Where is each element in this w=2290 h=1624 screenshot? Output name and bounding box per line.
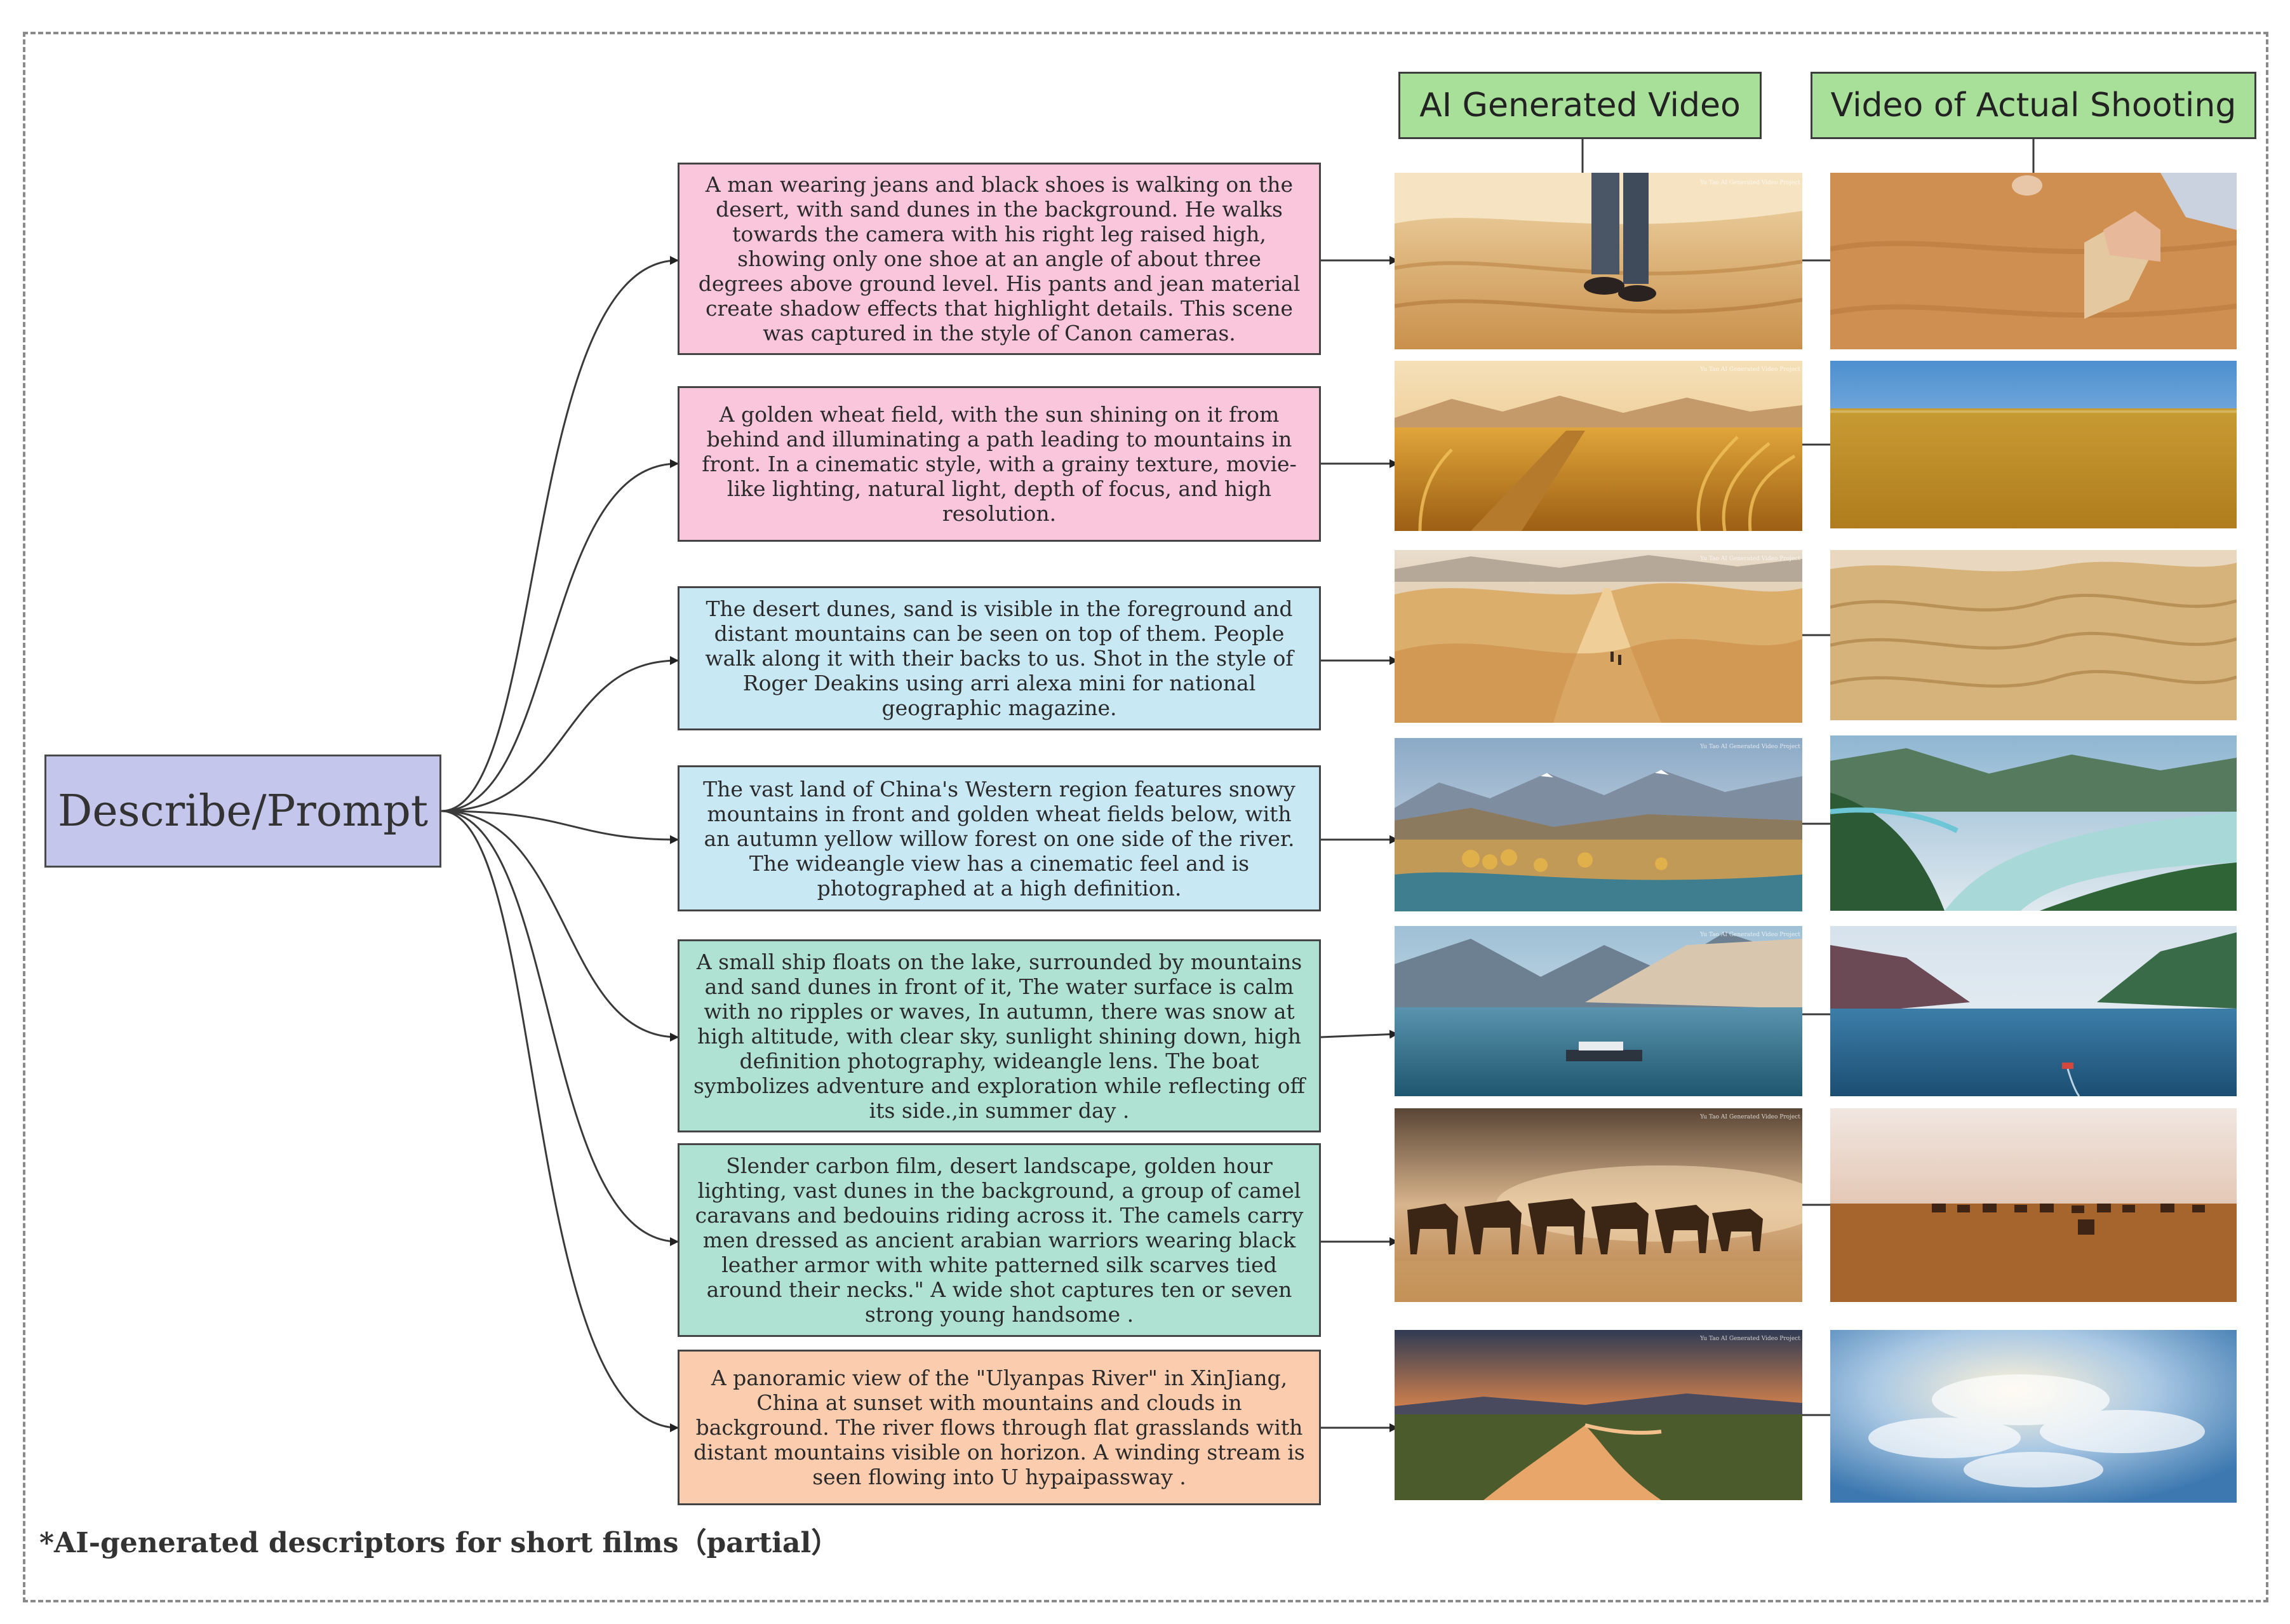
branch-line-5: [441, 810, 679, 1042]
prompt-text-4: The vast land of China's Western region …: [703, 776, 1296, 901]
actual-thumb-clouds: [1830, 1330, 2237, 1503]
branch-line-2: [441, 459, 679, 812]
prompt-box-7: A panoramic view of the "Ulyanpas River"…: [678, 1350, 1321, 1505]
prompt-box-5: A small ship floats on the lake, surroun…: [678, 939, 1321, 1132]
ai-thumb-watermark-7: Yu Tao AI Generated Video Project: [1699, 1336, 1800, 1342]
actual-thumb-camels-plain: [1830, 1108, 2237, 1302]
prompt-box-3: The desert dunes, sand is visible in the…: [678, 586, 1321, 730]
ai-thumb-desert-walker: Yu Tao AI Generated Video Project: [1395, 173, 1802, 349]
ai-thumb-camel-caravan: Yu Tao AI Generated Video Project: [1395, 1108, 1802, 1302]
branch-line-4: [441, 810, 679, 844]
header-ai-generated-video: AI Generated Video: [1398, 72, 1762, 139]
header-actual-shooting-video: Video of Actual Shooting: [1811, 72, 2256, 139]
actual-thumb-river-valley: [1830, 735, 2237, 911]
ai-thumb-wheat-field: Yu Tao AI Generated Video Project: [1395, 361, 1802, 531]
prompt-box-6: Slender carbon film, desert landscape, g…: [678, 1143, 1321, 1337]
root-describe-prompt: Describe/Prompt: [44, 755, 441, 868]
ai-thumb-boat-lake: Yu Tao AI Generated Video Project: [1395, 926, 1802, 1096]
prompt-text-2: A golden wheat field, with the sun shini…: [702, 402, 1297, 526]
actual-thumb-wheat-field: [1830, 361, 2237, 528]
prompt-text-5: A small ship floats on the lake, surroun…: [693, 949, 1305, 1123]
prompt-box-1: A man wearing jeans and black shoes is w…: [678, 163, 1321, 355]
branch-line-7: [441, 810, 679, 1432]
ai-thumb-desert-dunes: Yu Tao AI Generated Video Project: [1395, 550, 1802, 723]
actual-thumb-foot-sand: [1830, 173, 2237, 349]
ai-thumb-watermark-3: Yu Tao AI Generated Video Project: [1699, 556, 1800, 562]
branch-line-6: [441, 810, 679, 1246]
prompt-box-2: A golden wheat field, with the sun shini…: [678, 386, 1321, 542]
ai-thumb-watermark-5: Yu Tao AI Generated Video Project: [1699, 932, 1800, 938]
actual-thumb-lake-boat: [1830, 926, 2237, 1096]
prompt-text-3: The desert dunes, sand is visible in the…: [705, 596, 1294, 720]
branch-line-1: [441, 256, 679, 812]
branch-line-3: [441, 656, 679, 812]
prompt-text-6: Slender carbon film, desert landscape, g…: [695, 1153, 1304, 1327]
dashed-frame: [23, 32, 2268, 1602]
ai-thumb-western-valley: Yu Tao AI Generated Video Project: [1395, 738, 1802, 911]
ai-thumb-watermark-1: Yu Tao AI Generated Video Project: [1699, 180, 1800, 186]
ai-thumb-watermark-2: Yu Tao AI Generated Video Project: [1699, 366, 1800, 373]
prompt-text-1: A man wearing jeans and black shoes is w…: [698, 172, 1301, 346]
actual-thumb-dunes: [1830, 550, 2237, 720]
prompt-text-7: A panoramic view of the "Ulyanpas River"…: [693, 1366, 1305, 1489]
footnote: *AI-generated descriptors for short film…: [39, 1527, 840, 1559]
ai-thumb-river-sunset: Yu Tao AI Generated Video Project: [1395, 1330, 1802, 1500]
ai-thumb-watermark-6: Yu Tao AI Generated Video Project: [1699, 1114, 1800, 1120]
prompt-box-4: The vast land of China's Western region …: [678, 765, 1321, 911]
ai-thumb-watermark-4: Yu Tao AI Generated Video Project: [1699, 744, 1800, 750]
